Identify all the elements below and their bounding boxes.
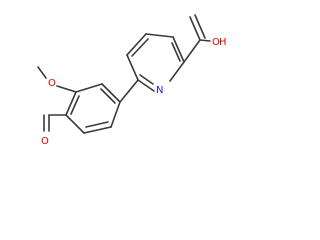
double-bond-inner [100, 88, 116, 104]
bond [37, 66, 47, 79]
carbonyl-double-bond [194, 14, 206, 39]
bond [65, 91, 77, 116]
ester-methoxy-oxygen-label: O [48, 78, 56, 89]
benzene-ring [65, 83, 121, 134]
bond [169, 61, 185, 82]
methyl-ester-group [37, 66, 77, 132]
bond [56, 85, 77, 93]
double-bond-inner [85, 121, 109, 128]
bond [145, 33, 174, 38]
bond [137, 79, 155, 92]
carboxylic-acid-group [183, 14, 211, 63]
double-bond-inner [70, 95, 80, 115]
pyridine-ring [126, 33, 185, 92]
bond [65, 114, 85, 134]
bond [110, 101, 121, 128]
bond [126, 33, 147, 56]
double-bond-inner [171, 42, 181, 62]
bond [126, 54, 139, 81]
bond [172, 36, 185, 63]
bond [83, 126, 112, 134]
bond [183, 39, 201, 63]
structure-diagram-canvas: O H N O O [37, 14, 227, 147]
biaryl-bond [119, 79, 139, 103]
bond [199, 39, 211, 42]
carbonyl-double-bond [189, 16, 201, 41]
molecule-structure: O H N O O [37, 14, 227, 147]
carboxyl-oh-hydrogen-label: H [219, 37, 227, 48]
bond [101, 83, 121, 103]
double-bond-inner [131, 38, 149, 57]
carboxyl-oh-oxygen-label: O [212, 37, 220, 48]
pyridine-nitrogen-label: N [156, 85, 163, 96]
double-bond-inner [139, 74, 154, 85]
bond [75, 83, 103, 93]
ester-carbonyl-oxygen-label: O [41, 136, 49, 147]
